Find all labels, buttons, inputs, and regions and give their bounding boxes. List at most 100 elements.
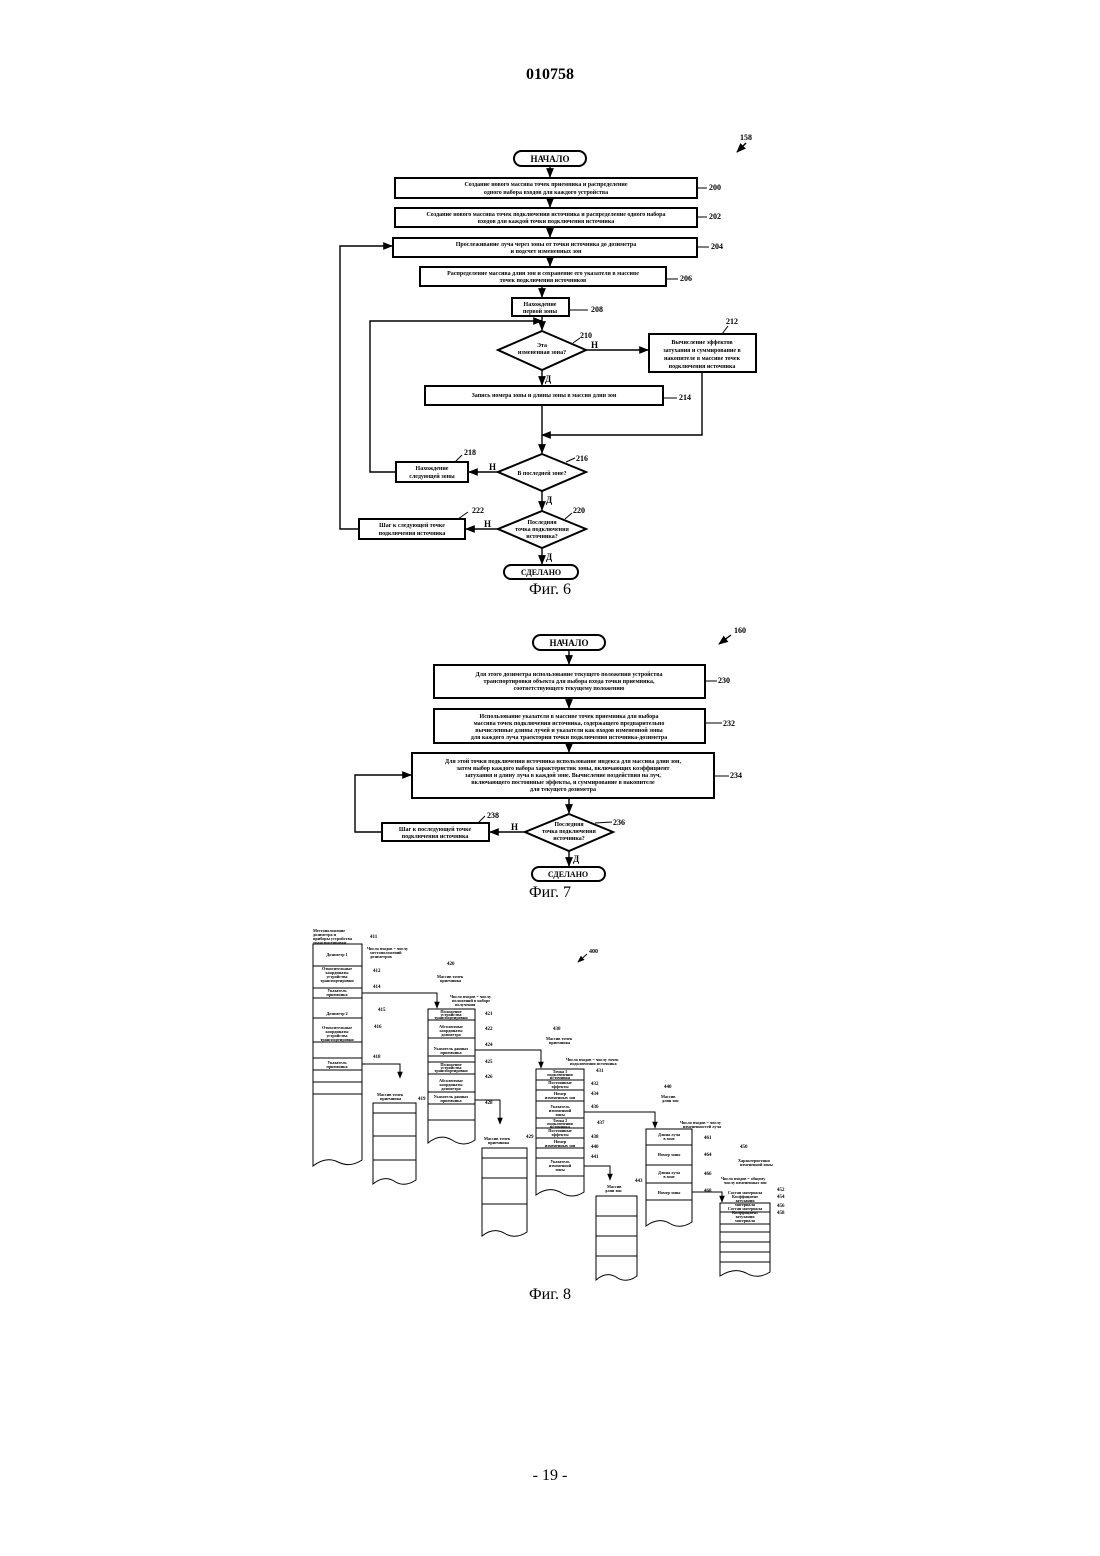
svg-text:412: 412 — [373, 969, 381, 974]
svg-text:432: 432 — [591, 1082, 599, 1087]
svg-text:429: 429 — [526, 1135, 534, 1140]
svg-text:440: 440 — [664, 1085, 672, 1090]
svg-text:подключения источника: подключения источника — [669, 364, 736, 370]
svg-text:Номер зоны: Номер зоны — [658, 1152, 682, 1157]
svg-text:подключения источника: подключения источника — [570, 1061, 617, 1066]
svg-text:точка подключения: точка подключения — [515, 527, 569, 533]
svg-text:следующей зоны: следующей зоны — [409, 473, 455, 480]
svg-text:длин зон: длин зон — [662, 1098, 679, 1103]
svg-text:НАЧАЛО: НАЧАЛО — [550, 638, 589, 648]
svg-text:438: 438 — [591, 1135, 599, 1140]
svg-text:для текущего дозиметра: для текущего дозиметра — [530, 787, 596, 793]
svg-text:измененной зоны: измененной зоны — [740, 1162, 774, 1167]
svg-text:точка подключения: точка подключения — [542, 829, 596, 835]
svg-text:421: 421 — [485, 1012, 493, 1017]
svg-text:источника?: источника? — [553, 836, 585, 842]
fig6-caption: Фиг. 6 — [0, 581, 1100, 599]
fig7-label-232: 232 — [723, 719, 735, 728]
svg-text:Прослеживание луча через зоны: Прослеживание луча через зоны от точки и… — [456, 242, 636, 248]
svg-text:входов для каждой точки подклю: входов для каждой точки подключения исто… — [478, 218, 615, 225]
fig6-label-222: 222 — [472, 506, 484, 515]
svg-text:приемника: приемника — [440, 1050, 462, 1055]
svg-text:НАЧАЛО: НАЧАЛО — [531, 154, 570, 164]
svg-text:транспортировки: транспортировки — [434, 1068, 468, 1073]
svg-text:затухания и длину луча в каждо: затухания и длину луча в каждой зоне. Вы… — [465, 772, 661, 779]
svg-text:452: 452 — [777, 1188, 785, 1193]
fig8-ref-number: 400 — [589, 949, 598, 955]
svg-text:450: 450 — [740, 1145, 748, 1150]
svg-text:Дозиметр 1: Дозиметр 1 — [326, 952, 347, 957]
svg-text:416: 416 — [374, 1025, 382, 1030]
svg-text:затем выбор каждого набора хар: затем выбор каждого набора характеристик… — [457, 765, 670, 772]
svg-text:для каждого луча траектории то: для каждого луча траектории точки подклю… — [471, 735, 668, 741]
svg-text:Для этого дозиметра использова: Для этого дозиметра использование текуще… — [476, 671, 663, 678]
svg-text:Последняя: Последняя — [527, 520, 557, 526]
svg-text:включающего постоянные эффекты: включающего постоянные эффекты, и суммир… — [471, 779, 655, 786]
svg-text:Для этой точки подключения ист: Для этой точки подключения источника исп… — [445, 758, 681, 765]
svg-text:418: 418 — [373, 1055, 381, 1060]
fig6-label-202: 202 — [709, 212, 721, 221]
svg-text:первой зоны: первой зоны — [523, 308, 557, 315]
svg-text:дозиметра: дозиметра — [441, 1086, 461, 1091]
fig6-yes-220: Д — [546, 552, 553, 562]
svg-text:в зоне: в зоне — [663, 1174, 674, 1179]
svg-text:422: 422 — [485, 1027, 493, 1032]
fig8-zone-length-array: 440 Массив длин зон Число входов = числу… — [596, 1085, 722, 1280]
svg-text:измененная зона?: измененная зона? — [518, 350, 566, 356]
fig6-label-214: 214 — [679, 393, 691, 402]
fig6-label-206: 206 — [680, 274, 692, 283]
svg-text:числу измененных зон: числу измененных зон — [724, 1180, 767, 1185]
svg-text:431: 431 — [596, 1069, 604, 1074]
svg-text:Распределение массива длин зон: Распределение массива длин зон и сохране… — [447, 271, 639, 277]
svg-text:источника?: источника? — [526, 534, 558, 540]
svg-text:Запись номера зоны и длины зон: Запись номера зоны и длины зоны в массив… — [472, 393, 617, 399]
svg-text:точек подключения источников: точек подключения источников — [500, 278, 587, 284]
svg-text:Создание нового массива точек: Создание нового массива точек приемника … — [464, 182, 627, 188]
svg-text:приемника: приемника — [380, 1096, 402, 1101]
fig8-zone-characteristics-array: 450 Характеристики измененной зоны Число… — [720, 1145, 785, 1276]
svg-text:Последняя: Последняя — [554, 822, 584, 828]
figure-8-data-structures: 400 Местоположение дозиметра и приборы у… — [313, 928, 785, 1280]
svg-text:накопителе в массиве точек: накопителе в массиве точек — [664, 356, 741, 362]
svg-text:зоны: зоны — [555, 1167, 565, 1172]
fig7-label-236: 236 — [613, 818, 625, 827]
svg-text:Создание нового массива точек: Создание нового массива точек подключени… — [426, 211, 665, 218]
svg-text:измененностей луча: измененностей луча — [683, 1124, 722, 1129]
svg-text:440: 440 — [591, 1145, 599, 1150]
fig7-label-238: 238 — [487, 811, 499, 820]
fig6-label-216: 216 — [576, 454, 588, 463]
svg-text:464: 464 — [704, 1153, 712, 1158]
svg-text:дозиметров: дозиметров — [370, 954, 392, 959]
svg-text:транспортировки объекта для вы: транспортировки объекта для выбора входа… — [484, 678, 655, 685]
svg-text:затухания и суммирование в: затухания и суммирование в — [663, 348, 741, 354]
fig6-label-204: 204 — [711, 242, 723, 251]
svg-text:подключения источника: подключения источника — [402, 834, 469, 840]
svg-text:425: 425 — [485, 1060, 493, 1065]
svg-text:420: 420 — [447, 962, 455, 967]
svg-text:415: 415 — [378, 1008, 386, 1013]
svg-text:длин зон: длин зон — [605, 1188, 622, 1193]
svg-text:приемника: приемника — [440, 1098, 462, 1103]
fig6-label-208: 208 — [591, 305, 603, 314]
svg-text:Нахождение: Нахождение — [416, 466, 449, 472]
svg-text:массива точек подключения исто: массива точек подключения источника, сод… — [474, 721, 665, 727]
fig7-label-230: 230 — [718, 676, 730, 685]
svg-text:приемника: приемника — [549, 1040, 571, 1045]
svg-text:приемника: приемника — [326, 1064, 348, 1069]
svg-text:Шаг к следующей точке: Шаг к следующей точке — [379, 522, 445, 529]
svg-text:454: 454 — [777, 1195, 785, 1200]
fig8-caption: Фиг. 8 — [0, 1286, 1100, 1304]
svg-text:получения: получения — [455, 1002, 476, 1007]
fig6-no-210: Н — [591, 340, 598, 350]
svg-text:приемника: приемника — [326, 992, 348, 997]
fig6-label-200: 200 — [709, 183, 721, 192]
svg-text:измененных зон: измененных зон — [545, 1095, 576, 1100]
svg-text:458: 458 — [777, 1211, 785, 1216]
svg-text:СДЕЛАНО: СДЕЛАНО — [521, 568, 561, 577]
svg-text:Вычисление эффектов: Вычисление эффектов — [671, 339, 733, 346]
svg-text:зоны: зоны — [555, 1112, 565, 1117]
svg-text:430: 430 — [553, 1027, 561, 1032]
svg-text:414: 414 — [373, 985, 381, 990]
svg-text:441: 441 — [591, 1155, 599, 1160]
